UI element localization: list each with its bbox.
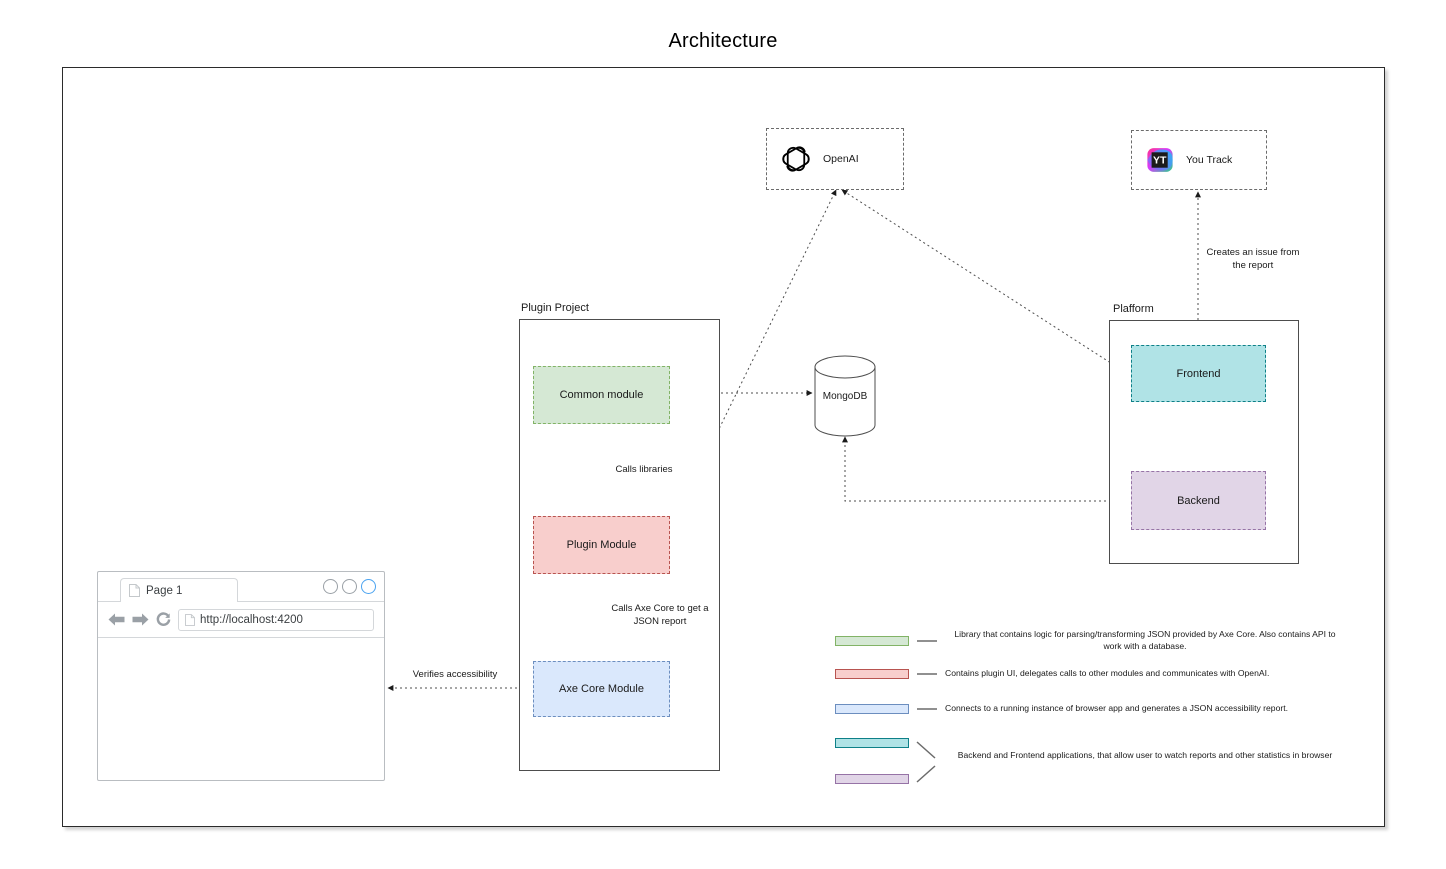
node-mongodb[interactable]: MongoDB [814,355,876,437]
browser-tab-label: Page 1 [146,584,183,597]
node-axe-core-module-label: Axe Core Module [559,683,644,695]
browser-tabbar: Page 1 [98,572,384,602]
back-arrow-icon[interactable] [108,612,125,627]
legend-swatch-common-module [835,635,909,646]
legend-swatch-frontend [835,738,909,748]
legend-text-platform-apps: Backend and Frontend applications, that … [957,750,1333,760]
node-plugin-module-label: Plugin Module [566,539,637,551]
database-cylinder-icon [814,355,876,437]
legend-row-platform-apps: Backend and Frontend applications, that … [835,735,1355,795]
youtrack-icon: YT [1147,148,1173,172]
external-node-openai-label: OpenAI [823,153,859,165]
node-common-module-label: Common module [559,389,644,401]
edge-label-verifies-accessibility: Verifies accessibility [405,668,505,683]
url-text: http://localhost:4200 [200,613,303,626]
page-title: Architecture [668,30,778,52]
external-node-youtrack-label: You Track [1186,154,1233,166]
legend-text-plugin-module: Contains plugin UI, delegates calls to o… [945,668,1270,678]
browser-mockup: Page 1 ht [97,571,385,781]
legend-swatch-axe-core-module [835,703,909,714]
url-input[interactable]: http://localhost:4200 [178,608,374,631]
legend-row-common-module: Library that contains logic for parsing/… [835,629,1345,652]
browser-urlbar: http://localhost:4200 [98,602,384,638]
plugin-project-label: Plugin Project [521,302,589,314]
forward-arrow-icon[interactable] [132,612,149,627]
edge-label-calls-libraries: Calls libraries [606,463,682,478]
page-icon [129,584,140,597]
page-icon [185,613,195,626]
node-common-module[interactable]: Common module [533,366,670,424]
edge-label-creates-issue: Creates an issue from the report [1200,246,1306,274]
edge-label-calls-axe-core: Calls Axe Core to get a JSON report [604,602,716,630]
node-mongodb-label: MongoDB [822,390,868,402]
node-axe-core-module[interactable]: Axe Core Module [533,661,670,717]
legend-swatch-plugin-module [835,668,909,679]
legend-connector-icon [917,707,937,710]
platform-label: Plafform [1113,303,1154,315]
legend-connector-icon [917,639,937,642]
minimize-button[interactable] [323,579,338,594]
browser-tab-page-1[interactable]: Page 1 [120,578,238,602]
reload-icon[interactable] [156,612,171,627]
legend-swatch-backend [835,774,909,784]
openai-icon [782,146,810,172]
legend-row-axe-core-module: Connects to a running instance of browse… [835,703,1345,715]
legend-text-common-module: Library that contains logic for parsing/… [954,629,1336,651]
close-button[interactable] [361,579,376,594]
node-backend-label: Backend [1177,494,1220,507]
browser-viewport [98,638,384,779]
external-node-youtrack[interactable]: YT You Track [1131,130,1267,190]
legend-text-axe-core-module: Connects to a running instance of browse… [945,703,1288,713]
legend-connector-icon [917,672,937,675]
legend-brace-icon [916,741,936,783]
node-frontend-label: Frontend [1176,367,1221,380]
legend-row-plugin-module: Contains plugin UI, delegates calls to o… [835,668,1345,680]
svg-text:YT: YT [1153,155,1167,167]
window-controls [323,579,376,594]
maximize-button[interactable] [342,579,357,594]
node-frontend[interactable]: Frontend [1131,345,1266,402]
external-node-openai[interactable]: OpenAI [766,128,904,190]
node-backend[interactable]: Backend [1131,471,1266,530]
node-plugin-module[interactable]: Plugin Module [533,516,670,574]
